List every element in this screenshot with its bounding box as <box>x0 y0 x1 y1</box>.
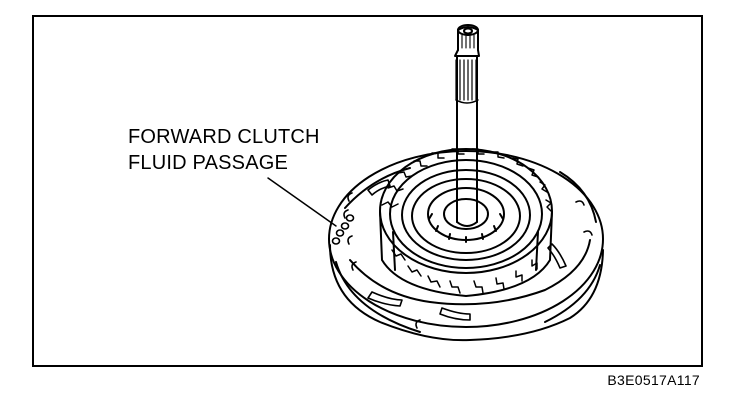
leader-line <box>267 177 337 227</box>
illustration-frame <box>32 15 703 367</box>
clutch-drum <box>379 148 553 297</box>
callout-line-1: FORWARD CLUTCH <box>128 126 320 148</box>
drum-spline-teeth <box>381 148 552 294</box>
input-shaft <box>454 24 480 227</box>
pump-housing <box>328 150 604 342</box>
figure-id: B3E0517A117 <box>607 372 700 388</box>
callout-line-2: FLUID PASSAGE <box>128 152 289 174</box>
clutch-hub <box>427 187 505 243</box>
fluid-passage-holes <box>331 192 593 329</box>
callout-label: FORWARD CLUTCH FLUID PASSAGE <box>128 124 320 176</box>
housing-inner-rim <box>344 167 597 306</box>
